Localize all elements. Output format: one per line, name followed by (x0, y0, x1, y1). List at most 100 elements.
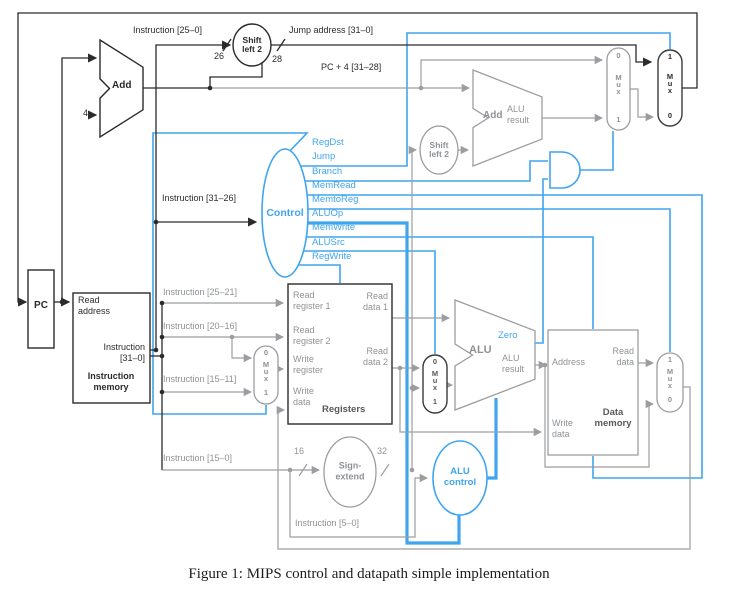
jump-mux (657, 49, 683, 127)
signal-memtoreg: MemtoReg (312, 194, 359, 205)
alu-label: ALU (469, 344, 492, 356)
sign-extend-oval (323, 436, 377, 508)
read-register-2-label: Read register 2 (293, 325, 331, 346)
label-instruction-25-0: Instruction [25–0] (133, 25, 203, 35)
wire-regdst (152, 132, 309, 415)
shift-left-2-jump-label: Shift left 2 (242, 35, 262, 54)
wire-and-out (580, 131, 614, 171)
label-28: 28 (272, 54, 283, 64)
add-label: Add (112, 80, 132, 91)
read-register-1-label: Read register 1 (293, 290, 331, 311)
regdst-mux-bottom: 1 (263, 388, 269, 397)
branch-mux-bottom: 1 (616, 115, 621, 124)
wire-signext-up (408, 145, 418, 470)
signal-memread: MemRead (312, 180, 356, 191)
signal-branch: Branch (312, 166, 343, 177)
add-branch-label: Add (483, 110, 503, 121)
data-memory-box (547, 329, 639, 456)
read-data-2-label: Read data 2 (362, 346, 388, 367)
add-branch-unit (472, 69, 543, 167)
wire-pc4-to-branchmux (420, 55, 604, 88)
branch-mux-top: 0 (616, 51, 621, 60)
figure-caption: Figure 1: MIPS control and datapath simp… (188, 566, 550, 582)
memtoreg-mux-mid: M u x (666, 367, 674, 391)
alusrc-mux (422, 354, 448, 414)
jump-mux-mid: M u x (666, 72, 674, 96)
signal-alusrc: ALUSrc (312, 237, 345, 248)
registers-title: Registers (322, 404, 366, 415)
wire-alusrc (290, 250, 436, 354)
read-address-label: Read address (78, 295, 111, 316)
memory-read-data-label: Read data (612, 346, 634, 367)
wire-memwrite (291, 236, 594, 329)
wire-memread (292, 194, 703, 479)
label-instruction-5-0: Instruction [5–0] (295, 518, 360, 528)
slash-28 (276, 38, 286, 52)
label-instruction-31-26: Instruction [31–26] (162, 193, 237, 203)
wire-rt-to-mux (231, 337, 253, 363)
control-label: Control (266, 206, 304, 219)
memtoreg-mux-top: 1 (667, 355, 673, 364)
instruction-memory-box (72, 292, 151, 404)
data-memory-title: Data memory (594, 407, 632, 430)
write-register-label: Write register (293, 354, 324, 375)
label-pc-plus-4: PC + 4 [31–28] (321, 62, 382, 72)
wire-memtoreg (291, 208, 671, 352)
wire-instr-25-0 (150, 40, 232, 351)
alu-control-oval (432, 440, 488, 516)
wire-writeback (276, 386, 691, 550)
address-label: Address (552, 357, 586, 367)
alu-unit (454, 299, 536, 411)
regdst-mux-top: 0 (263, 348, 269, 357)
registers-write-data-label: Write data (293, 386, 314, 407)
jump-mux-bottom: 0 (667, 111, 673, 120)
slash-16 (298, 463, 308, 477)
alusrc-mux-mid: M u x (431, 369, 439, 393)
memtoreg-mux-bottom: 0 (667, 395, 673, 404)
junction-dots-gray (229, 85, 548, 473)
label-16: 16 (294, 446, 305, 456)
jump-mux-top: 1 (667, 52, 673, 61)
wire-aluresult-to-mux (544, 365, 655, 468)
regdst-mux (253, 345, 279, 405)
wire-pc-loop (17, 12, 698, 307)
slash-26 (222, 38, 232, 52)
alusrc-mux-top: 0 (432, 357, 438, 366)
junction-dots-black (59, 43, 265, 395)
wire-jump (290, 32, 671, 167)
signal-jump: Jump (312, 151, 336, 162)
signal-memwrite: MemWrite (312, 222, 356, 233)
branch-mux-mid: M u x (615, 73, 622, 97)
branch-and-gate (549, 151, 581, 189)
read-data-1-label: Read data 1 (362, 291, 388, 312)
wire-aluop (290, 221, 461, 545)
label-4: 4 (83, 108, 89, 118)
shift-left-2-branch-label: Shift left 2 (429, 140, 449, 159)
wire-rd2-to-mem (399, 368, 543, 437)
wire-pc-to-add (61, 53, 98, 302)
wire-zero (535, 178, 548, 344)
alu-control-label: ALU control (443, 465, 477, 488)
add-unit (99, 38, 144, 139)
wire-branch (292, 160, 548, 182)
label-jump-address: Jump address [31–0] (289, 25, 374, 35)
label-26: 26 (214, 51, 225, 61)
registers-box (287, 283, 393, 425)
label-instruction-20-16: Instruction [20–16] (163, 321, 238, 331)
memtoreg-mux (656, 352, 684, 413)
alusrc-mux-bottom: 1 (432, 397, 438, 406)
pc-box (27, 269, 55, 349)
wire-regwrite (288, 264, 341, 283)
instruction-memory-title: Instruction memory (87, 371, 135, 392)
memory-write-data-label: Write data (552, 418, 573, 439)
sign-extend-label: Sign- extend (335, 460, 365, 481)
instruction-31-0-label: Instruction [31–0] (103, 342, 145, 363)
signal-aluop: ALUOp (312, 208, 344, 219)
control-oval (261, 148, 309, 278)
wire-jump-address (270, 44, 653, 67)
label-instruction-15-0: Instruction [15–0] (163, 453, 233, 463)
add-branch-result-label: ALU result (507, 104, 530, 125)
alu-result-label: ALU result (502, 353, 525, 374)
